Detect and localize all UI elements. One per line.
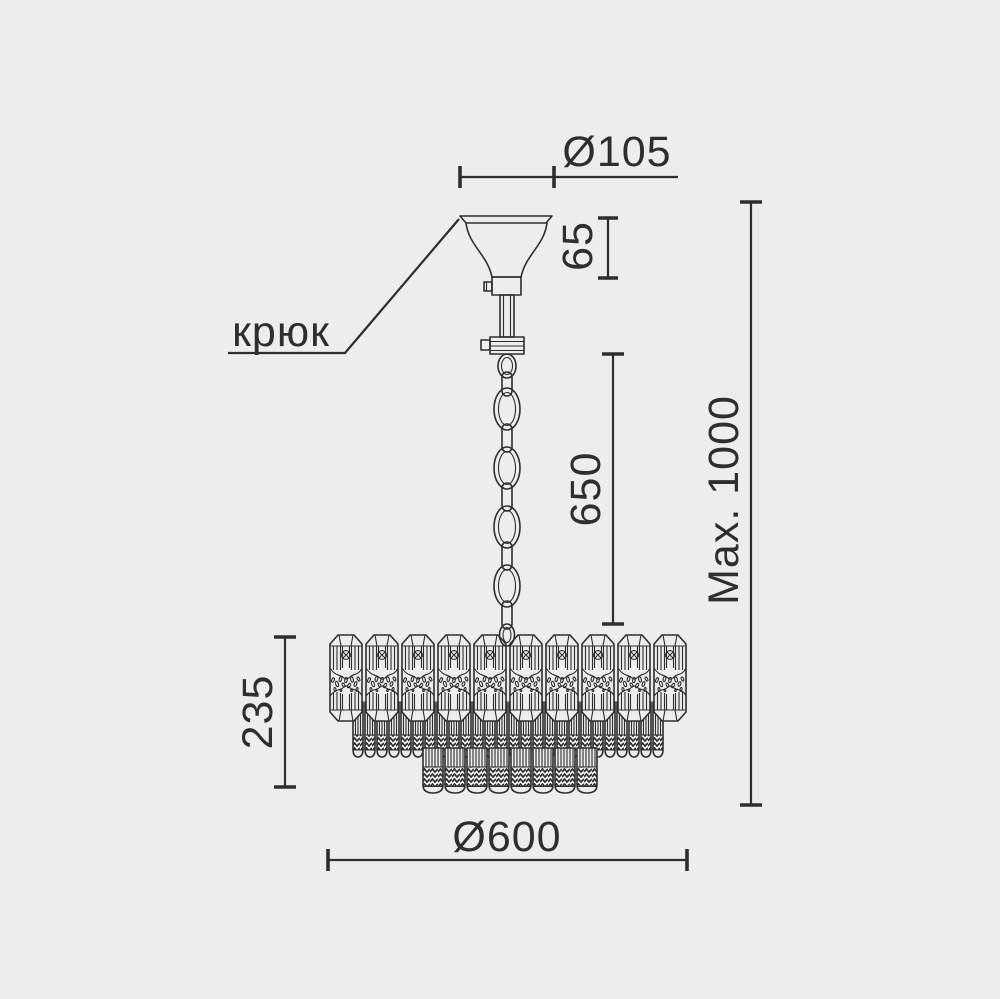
max-height-label: Max. 1000 [700,395,748,605]
dimension-canopy-height: 65 [554,216,618,280]
canopy-collar [491,276,522,296]
dimension-body-diameter: Ø600 [326,813,689,871]
chain-length-label: 650 [562,452,610,527]
hanger-stem [499,294,515,338]
chandelier-body [329,623,687,794]
canopy-height-label: 65 [554,221,602,271]
body-top-tier [329,634,687,722]
hook-label: крюк [232,308,330,356]
dimension-max-height: Max. 1000 [700,200,762,807]
body-diameter-label: Ø600 [452,813,561,861]
hook-callout: крюк [228,218,460,356]
hook-leader-line [228,218,460,355]
dimension-body-height: 235 [234,635,296,789]
canopy-assembly [459,215,553,379]
hanger-loop [497,353,517,379]
collar-set-screw [483,281,493,292]
canopy-rim [459,215,553,224]
dimension-chain-length: 650 [562,352,624,626]
dimension-canopy-diameter: Ø105 [458,128,678,188]
suspension-chain [493,371,521,630]
canopy-bell [465,222,548,278]
body-hanging-loop [498,623,516,647]
coupler-set-screw [480,339,491,351]
body-height-label: 235 [234,675,282,750]
canopy-diameter-label: Ø105 [562,128,671,176]
